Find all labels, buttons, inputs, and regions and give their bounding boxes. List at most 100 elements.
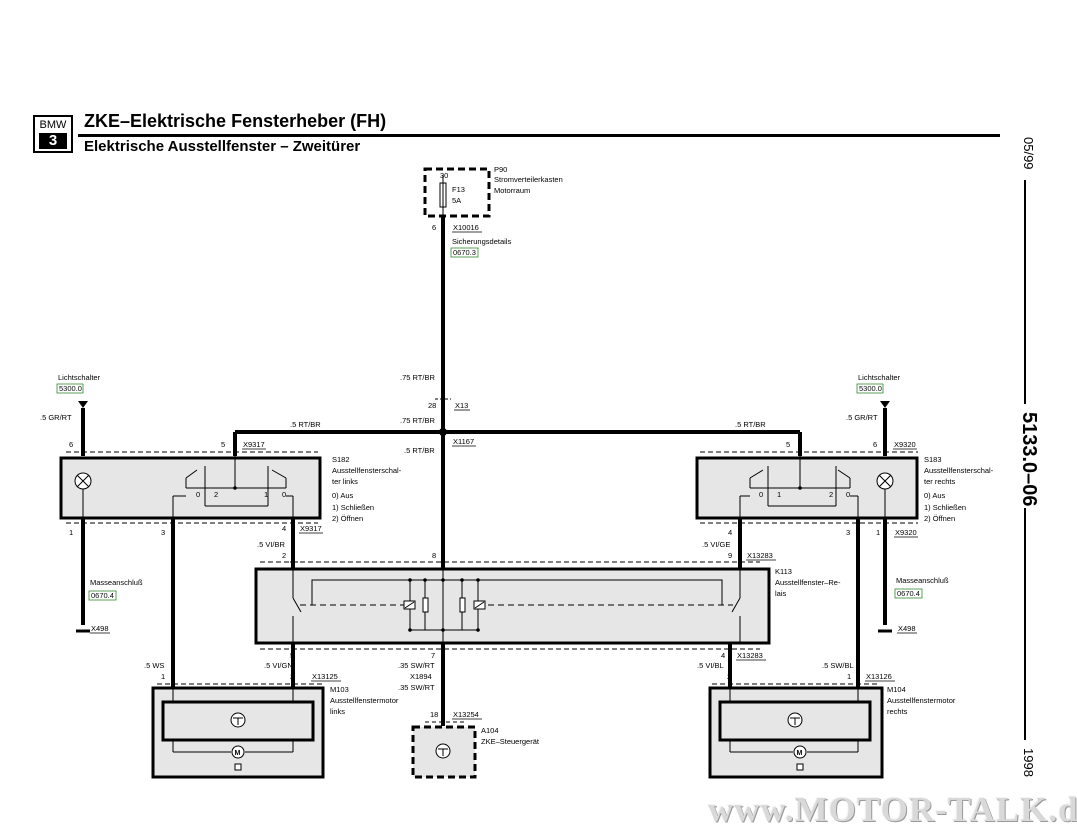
left-wire-ws: .5 WS	[144, 661, 164, 670]
controller-connector: X13254	[453, 710, 479, 719]
right-light-arrow	[880, 401, 890, 408]
left-motor-pin2: 2	[290, 672, 294, 681]
switch-s182: 0 2 1 0	[59, 456, 322, 520]
right-wire-vige: .5 VI/GE	[702, 540, 730, 549]
right-state-1: 1) Schließen	[924, 503, 966, 512]
fuse-detail-label: Sicherungsdetails	[452, 237, 511, 246]
fuse-box-name: P90	[494, 165, 507, 174]
side-rule-upper	[1024, 180, 1026, 404]
left-pin6: 6	[69, 440, 73, 449]
left-motor-connector: X13125	[312, 672, 338, 681]
svg-text:M: M	[797, 750, 803, 757]
right-pos-0: 0	[759, 490, 763, 499]
right-switch-desc: Ausstellfensterschal-	[924, 466, 994, 475]
right-ground-label: Masseanschluß	[896, 576, 949, 585]
left-motor-name: M103	[330, 685, 349, 694]
fuse-rating: 5A	[452, 196, 461, 205]
controller-a104	[411, 725, 477, 779]
right-pin1: 1	[876, 528, 880, 537]
right-switch-desc2: ter rechts	[924, 477, 956, 486]
right-motor-desc: Ausstellfenstermotor	[887, 696, 956, 705]
relay-pin8: 8	[432, 551, 436, 560]
left-connector-bottom: X9317	[300, 524, 322, 533]
right-pin4: 4	[728, 528, 732, 537]
fuse-pin-top: 30	[440, 171, 448, 180]
fuse-box-p90: 30 F13 5A P90 Stromverteilerkasten Motor…	[423, 165, 563, 218]
right-motor-pin2: 2	[727, 672, 731, 681]
right-motor-name: M104	[887, 685, 906, 694]
right-relay-connector-bottom: X13283	[737, 651, 763, 660]
left-branch-wire-label: .5 RT/BR	[290, 420, 321, 429]
left-motor-icon	[231, 745, 245, 759]
right-light-switch: Lichtschalter	[858, 373, 901, 382]
fuse-connector: X10016	[453, 223, 479, 232]
left-pin5: 5	[221, 440, 225, 449]
right-state-2: 2) Öffnen	[924, 514, 955, 523]
right-relay-pin4: 4	[721, 651, 725, 660]
relay-k113	[254, 567, 771, 645]
splice-node	[439, 428, 447, 436]
relay-pin7: 7	[431, 651, 435, 660]
left-switch-name: S182	[332, 455, 350, 464]
relay-wire-out2: .35 SW/RT	[398, 683, 435, 692]
title-rule	[78, 134, 1000, 137]
left-motor-desc: Ausstellfenstermotor	[330, 696, 399, 705]
right-light-wire: .5 GR/RT	[846, 413, 878, 422]
logo-model: 3	[39, 133, 67, 149]
logo-brand: BMW	[39, 119, 67, 131]
left-pos-0: 0	[196, 490, 200, 499]
right-pos-0b: 0	[846, 490, 850, 499]
right-motor-side: rechts	[887, 707, 908, 716]
motor-m104: M	[708, 686, 884, 779]
right-wire-vibl: .5 VI/BL	[697, 661, 724, 670]
right-pin6: 6	[873, 440, 877, 449]
left-light-ref: 5300.0	[59, 384, 82, 393]
controller-pin: 18	[430, 710, 438, 719]
left-wire-vign: .5 VI/GN	[264, 661, 293, 670]
wire-to-splice-label: .75 RT/BR	[400, 416, 435, 425]
left-switch-desc2: ter links	[332, 477, 358, 486]
wire-upper-label: .75 RT/BR	[400, 373, 435, 382]
motor-m103: M	[151, 686, 325, 779]
controller-name: A104	[481, 726, 499, 735]
relay-desc2: lais	[775, 589, 787, 598]
left-connector-top: X9317	[243, 440, 265, 449]
side-rule-lower	[1024, 508, 1026, 740]
left-light-arrow	[78, 401, 88, 408]
fuse-detail-ref: 0670.3	[453, 248, 476, 257]
left-ground-label: Masseanschluß	[90, 578, 143, 587]
left-state-1: 1) Schließen	[332, 503, 374, 512]
right-connector-top: X9320	[894, 440, 916, 449]
right-light-ref: 5300.0	[859, 384, 882, 393]
fuse-box-desc: Stromverteilerkasten	[494, 175, 563, 184]
right-motor-connector: X13126	[866, 672, 892, 681]
x13-pin: 28	[428, 401, 436, 410]
left-switch-desc: Ausstellfensterschal-	[332, 466, 402, 475]
right-ground-connector: X498	[898, 624, 916, 633]
right-motor-pin1: 1	[847, 672, 851, 681]
right-pin9: 9	[728, 551, 732, 560]
splice-x1167: X1167	[453, 437, 474, 446]
page-title: ZKE–Elektrische Fensterheber (FH)	[84, 111, 387, 131]
right-motor-icon	[793, 745, 807, 759]
left-light-wire: .5 GR/RT	[40, 413, 72, 422]
left-ground-ref: 0670.4	[91, 591, 114, 600]
right-relay-connector: X13283	[747, 551, 773, 560]
left-pin2: 2	[282, 551, 286, 560]
fuse-box-location: Motorraum	[494, 186, 530, 195]
left-pin1: 1	[69, 528, 73, 537]
right-pin5: 5	[786, 440, 790, 449]
right-switch-name: S183	[924, 455, 942, 464]
left-pin3: 3	[161, 528, 165, 537]
page-subtitle: Elektrische Ausstellfenster – Zweitürer	[84, 138, 361, 155]
left-wire-vibr: .5 VI/BR	[257, 540, 286, 549]
left-ground-connector: X498	[91, 624, 109, 633]
watermark: www.MOTOR-TALK.de	[708, 790, 1077, 829]
switch-s183: 0 1 2 0	[695, 456, 919, 520]
bmw-3-logo: BMW 3	[33, 115, 73, 153]
left-pos-0b: 0	[282, 490, 286, 499]
left-motor-side: links	[330, 707, 345, 716]
relay-connector-out: X1894	[410, 672, 432, 681]
right-connector-bottom: X9320	[895, 528, 917, 537]
